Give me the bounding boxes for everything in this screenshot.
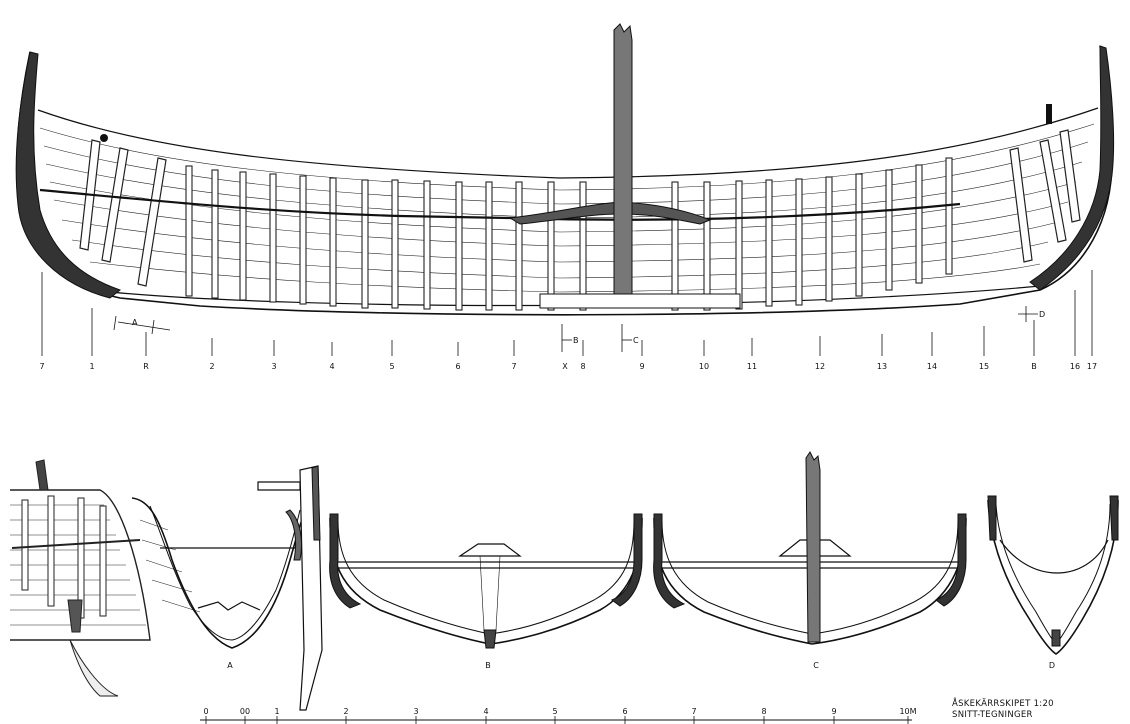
station-label: 17: [1087, 362, 1097, 371]
scale-label: 0: [203, 707, 208, 716]
title-block: ÅSKEKÄRRSKIPET 1:20 SNITT-TEGNINGER: [952, 697, 1054, 720]
section-labels: A B C D: [227, 661, 1055, 670]
section-a: [131, 465, 323, 711]
section-label: C: [813, 661, 819, 670]
station-label: 15: [979, 362, 989, 371]
scale-label: 9: [831, 707, 836, 716]
station-label: R: [143, 362, 149, 371]
section-b: [329, 513, 643, 649]
ribs: [185, 157, 953, 311]
station-label: 12: [815, 362, 825, 371]
station-label: 7: [511, 362, 516, 371]
section-label: B: [485, 661, 491, 670]
section-markers: A B C D: [113, 306, 1045, 352]
station-label: 9: [639, 362, 644, 371]
scale-label: 8: [761, 707, 766, 716]
stern-stem: [1029, 45, 1115, 291]
mast-partner: [508, 201, 712, 225]
section-c: [653, 451, 967, 645]
scale-label: 4: [483, 707, 488, 716]
drawing-subtitle: SNITT-TEGNINGER: [952, 710, 1033, 720]
bow-stem: [15, 51, 122, 299]
station-label: 3: [271, 362, 276, 371]
marker-d: D: [1039, 310, 1045, 319]
station-label: 14: [927, 362, 937, 371]
scale-label: 5: [552, 707, 557, 716]
station-label: 16: [1070, 362, 1080, 371]
section-d: [987, 495, 1119, 655]
section-label: D: [1049, 661, 1055, 670]
station-label: 10: [699, 362, 709, 371]
partial-plan-view: [10, 459, 151, 697]
station-label: 7: [39, 362, 44, 371]
marker-b: B: [573, 336, 579, 345]
scale-label: 2: [343, 707, 348, 716]
station-label: 11: [747, 362, 757, 371]
marker-c: C: [633, 336, 639, 345]
scale-label: 1: [274, 707, 279, 716]
scale-label: 6: [622, 707, 627, 716]
hull-profile: [15, 23, 1115, 316]
pegs: [100, 104, 1052, 142]
mast: [613, 23, 633, 301]
drawing-title: ÅSKEKÄRRSKIPET 1:20: [952, 697, 1054, 709]
scale-label: 7: [691, 707, 696, 716]
scale-label: 3: [413, 707, 418, 716]
station-label: 6: [455, 362, 460, 371]
keelson: [539, 293, 741, 309]
sheer-line: [37, 107, 1099, 179]
station-label: 4: [329, 362, 334, 371]
marker-x: X: [562, 362, 568, 371]
station-label: 2: [209, 362, 214, 371]
station-markers: 7 1 R 2 3 4 5 6 7 8 9 10 11 12 13 14 15 B 16 17 X: [39, 270, 1097, 371]
station-label: 1: [89, 362, 94, 371]
section-label: A: [227, 661, 233, 670]
marker-a: A: [132, 318, 138, 327]
station-label: 13: [877, 362, 887, 371]
scale-label: 00: [240, 707, 250, 716]
scale-label: 10M: [899, 707, 916, 716]
station-label: 8: [580, 362, 585, 371]
station-label: 5: [389, 362, 394, 371]
station-label: B: [1031, 362, 1037, 371]
